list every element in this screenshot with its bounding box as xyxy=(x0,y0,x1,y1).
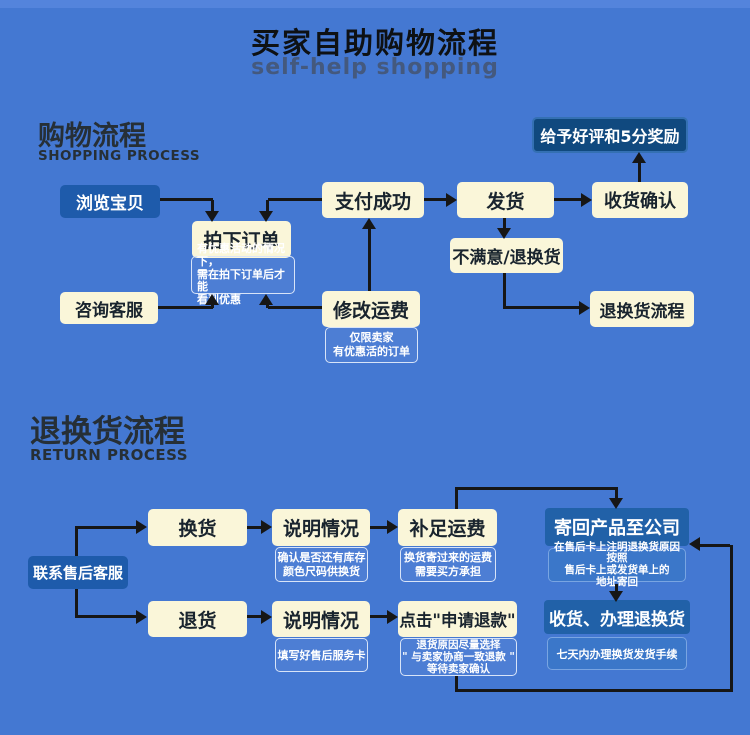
line-payment-to-order-h xyxy=(268,198,322,201)
arrow-into-refund xyxy=(136,610,147,624)
arrow-into-order-left xyxy=(205,211,219,222)
line-into-sendback-v xyxy=(615,490,618,499)
line-contact-down-v xyxy=(75,589,78,618)
return-heading-en: RETURN PROCESS xyxy=(30,446,189,464)
arrow-into-explain-refund xyxy=(261,610,272,624)
line-modify-to-payment-v xyxy=(368,229,371,291)
node-send-back: 寄回产品至公司 xyxy=(545,508,689,546)
line-exchange-h xyxy=(247,526,263,529)
line-browse-to-order-v xyxy=(211,200,214,212)
arrow-into-return-link xyxy=(579,301,590,315)
line-loop-bottom-h xyxy=(455,689,733,692)
line-contact-up-v xyxy=(75,527,78,556)
line-browse-to-order-h xyxy=(160,198,213,201)
node-payment-success: 支付成功 xyxy=(322,182,424,218)
line-explain-refund-h xyxy=(370,615,388,618)
note-process-return: 七天内办理换货发货手续 xyxy=(547,637,687,670)
line-payship-up-v xyxy=(455,488,458,509)
line-ship-to-confirm-h xyxy=(554,198,582,201)
arrow-into-confirm xyxy=(581,193,592,207)
arrow-into-payment-bottom xyxy=(362,218,376,229)
node-unsatisfied-return: 不满意/退换货 xyxy=(450,238,563,273)
line-contact-down-h xyxy=(75,615,137,618)
node-place-order: 拍下订单 xyxy=(192,221,291,258)
line-payment-to-ship-h xyxy=(424,198,447,201)
node-refund: 退货 xyxy=(148,601,247,637)
note-send-back: 在售后卡上注明退换货原因按照 售后卡上或发货单上的 地址寄回 xyxy=(548,541,686,587)
arrow-into-order-note-right xyxy=(259,294,273,305)
arrow-into-apply-refund xyxy=(387,610,398,624)
arrow-into-exchange xyxy=(136,520,147,534)
node-exchange: 换货 xyxy=(148,509,247,546)
arrow-into-order-note-left xyxy=(205,294,219,305)
line-ship-to-unsatisfied-v xyxy=(503,218,506,229)
line-apply-down-v xyxy=(455,676,458,691)
arrow-into-process xyxy=(609,591,623,602)
node-contact-service: 联系售后客服 xyxy=(28,556,128,589)
page-subtitle: self-help shopping xyxy=(251,55,499,80)
line-consult-to-order-h xyxy=(158,306,213,309)
node-consult-service: 咨询客服 xyxy=(60,292,158,324)
shopping-heading-en: SHOPPING PROCESS xyxy=(38,148,201,164)
node-browse-items: 浏览宝贝 xyxy=(60,185,160,218)
line-modify-to-order-h xyxy=(268,306,322,309)
line-loop-top-h xyxy=(699,544,730,547)
note-place-order: 有优惠活动的情况下， 需在拍下订单后才能 看到优惠 xyxy=(191,243,295,306)
line-payment-to-order-v xyxy=(266,200,269,212)
note-modify-shipping: 仅限卖家 有优惠活的订单 xyxy=(325,327,418,363)
line-sendback-to-process-v xyxy=(615,584,618,592)
node-good-review-reward: 给予好评和5分奖励 xyxy=(532,117,688,153)
line-confirm-to-reward-v xyxy=(638,163,641,182)
line-modify-to-order-v xyxy=(266,302,269,308)
line-contact-up-h xyxy=(75,526,137,529)
arrow-into-reward xyxy=(632,152,646,163)
node-modify-shipping: 修改运费 xyxy=(322,291,420,327)
arrow-into-order-right xyxy=(259,211,273,222)
node-return-process-link: 退换货流程 xyxy=(590,291,694,327)
line-loop-right-v xyxy=(730,545,733,692)
node-explain-exchange: 说明情况 xyxy=(272,509,370,546)
shopping-heading-cn: 购物流程 xyxy=(38,121,146,152)
note-explain-exchange: 确认是否还有库存 颜色尺码供换货 xyxy=(275,547,368,582)
node-pay-shipping: 补足运费 xyxy=(398,509,497,546)
line-payship-top-h xyxy=(455,487,618,490)
return-heading-cn: 退换货流程 xyxy=(30,414,185,450)
line-explain-exchange-h xyxy=(370,526,388,529)
node-apply-refund: 点击"申请退款" xyxy=(398,601,517,637)
arrow-into-explain-exchange xyxy=(261,520,272,534)
line-unsatisfied-right-h xyxy=(503,306,580,309)
node-ship-goods: 发货 xyxy=(457,182,554,218)
arrow-into-sendback-top xyxy=(609,498,623,509)
node-process-return: 收货、办理退换货 xyxy=(544,600,690,634)
note-pay-shipping: 换货寄过来的运费 需要买方承担 xyxy=(400,547,496,582)
arrow-into-ship xyxy=(446,193,457,207)
line-refund-h xyxy=(247,615,263,618)
node-explain-refund: 说明情况 xyxy=(272,601,370,637)
arrow-into-sendback-right xyxy=(689,537,700,551)
line-unsatisfied-down-v xyxy=(503,273,506,309)
arrow-into-pay-shipping xyxy=(387,520,398,534)
line-consult-to-order-v xyxy=(211,302,214,308)
node-confirm-receipt: 收货确认 xyxy=(592,182,688,218)
note-apply-refund: 退货原因尽量选择 " 与卖家协商一致退款 " 等待卖家确认 xyxy=(400,638,517,676)
arrow-into-unsatisfied xyxy=(497,228,511,239)
top-strip xyxy=(0,0,750,8)
note-explain-refund: 填写好售后服务卡 xyxy=(275,638,368,672)
page-title: 买家自助购物流程 xyxy=(250,26,499,60)
